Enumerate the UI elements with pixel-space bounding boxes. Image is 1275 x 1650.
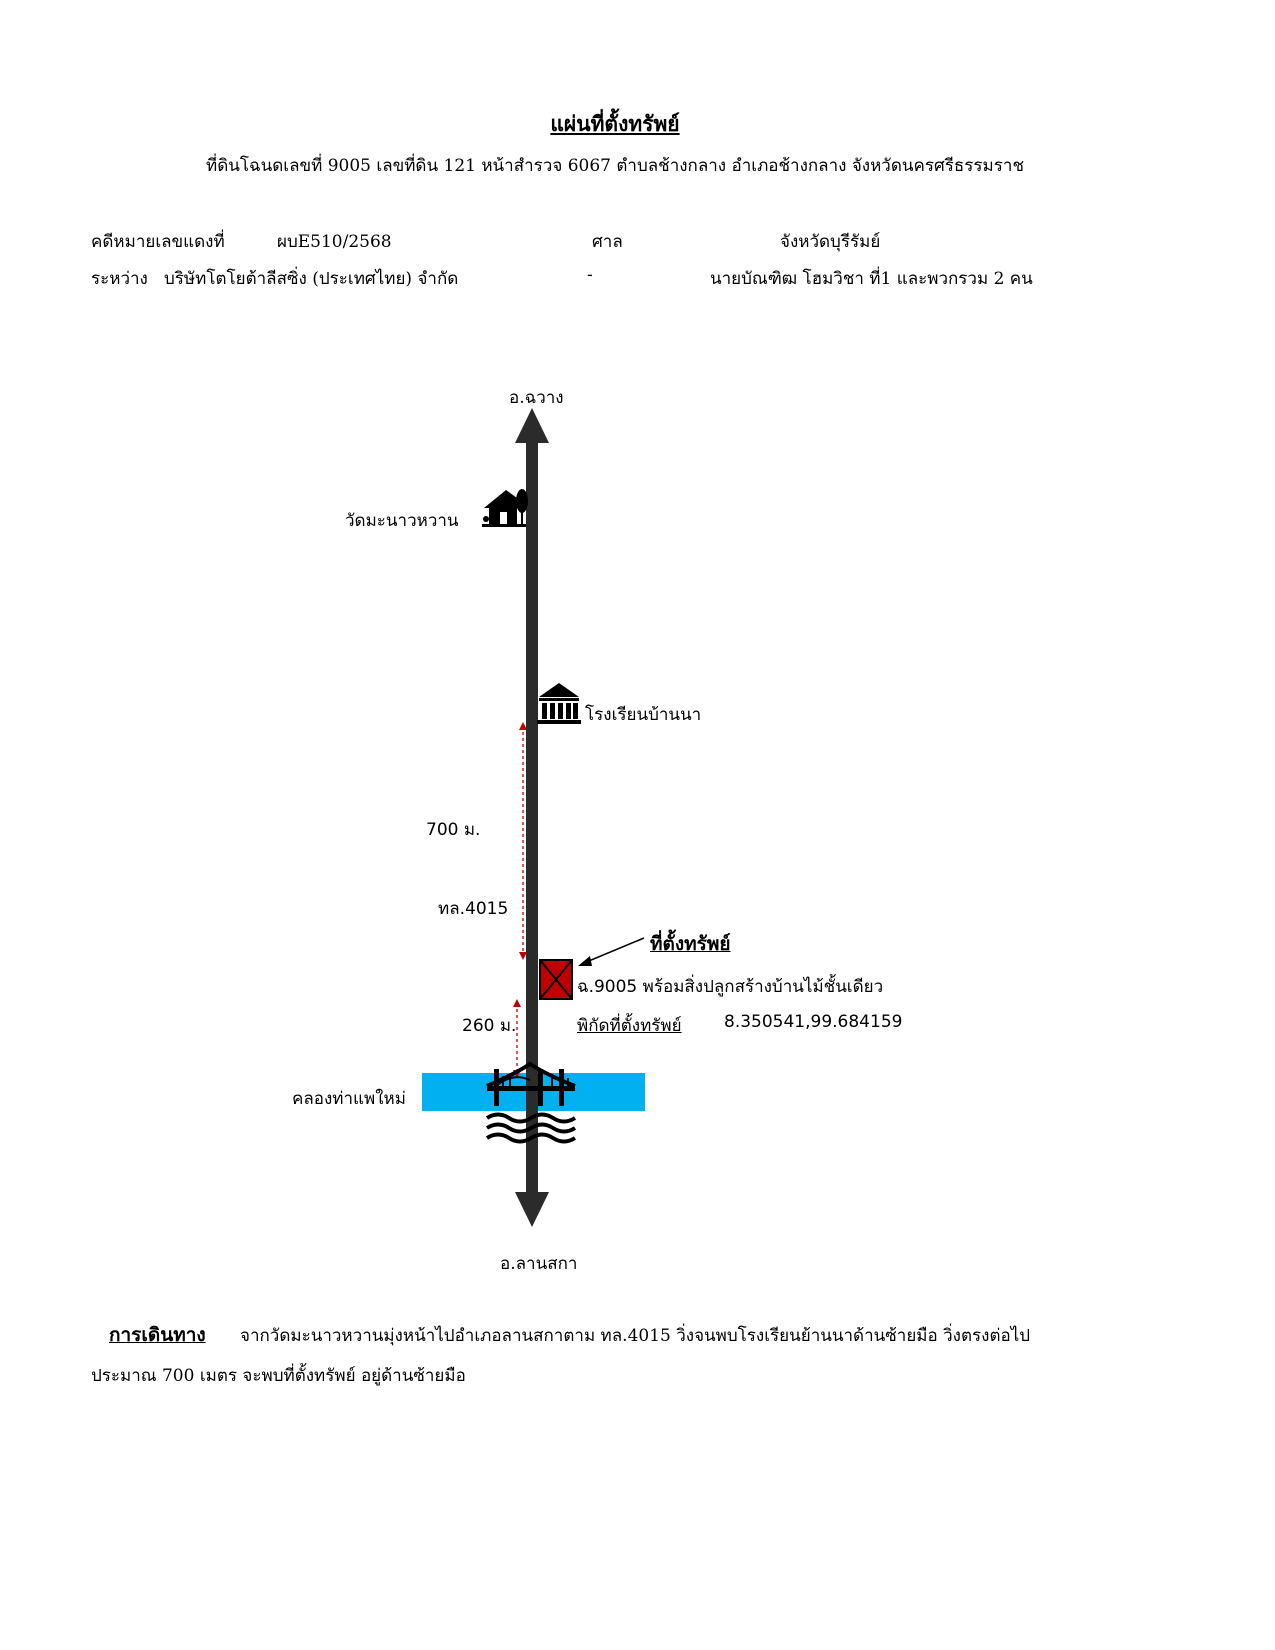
property-description: ฉ.9005 พร้อมสิ่งปลูกสร้างบ้านไม้ชั้นเดีย… bbox=[577, 977, 884, 997]
distance-260-label: 260 ม. bbox=[462, 1016, 517, 1036]
directions-line-1: จากวัดมะนาวหวานมุ่งหน้าไปอำเภอลานสกาตาม … bbox=[240, 1326, 1031, 1346]
road-name-label: ทล.4015 bbox=[438, 899, 509, 919]
court-label: ศาล bbox=[592, 232, 623, 252]
party-separator: - bbox=[587, 265, 593, 285]
defendant-name: นายบัณฑิฒ โฮมวิชา ที่1 และพวกรวม 2 คน bbox=[710, 269, 1033, 289]
temple-label: วัดมะนาวหวาน bbox=[345, 511, 459, 531]
south-arrow-icon bbox=[515, 1192, 549, 1227]
main-road bbox=[515, 408, 549, 1227]
directions-heading: การเดินทาง bbox=[109, 1324, 206, 1346]
coordinates-value: 8.350541,99.684159 bbox=[724, 1012, 903, 1032]
water-waves-icon bbox=[485, 1112, 577, 1144]
property-heading: ที่ตั้งทรัพย์ bbox=[650, 933, 731, 955]
canal-label: คลองท่าแพใหม่ bbox=[292, 1089, 406, 1109]
court-value: จังหวัดบุรีรัมย์ bbox=[780, 232, 881, 252]
north-arrow-icon bbox=[515, 408, 549, 443]
plaintiff-name: บริษัทโตโยต้าลีสซิ่ง (ประเทศไทย) จำกัด bbox=[164, 269, 459, 289]
directions-line-2: ประมาณ 700 เมตร จะพบที่ตั้งทรัพย์ อยู่ด้… bbox=[91, 1366, 466, 1386]
between-label: ระหว่าง bbox=[91, 269, 148, 289]
south-destination-label: อ.ลานสกา bbox=[500, 1254, 578, 1274]
case-number: ผบE510/2568 bbox=[277, 232, 392, 252]
house-icon bbox=[482, 489, 528, 527]
property-pointer-arrow bbox=[578, 937, 645, 966]
distance-700-label: 700 ม. bbox=[426, 820, 481, 840]
school-icon bbox=[537, 683, 581, 724]
school-label: โรงเรียนบ้านนา bbox=[585, 705, 702, 725]
property-marker-icon bbox=[539, 959, 573, 1000]
north-destination-label: อ.ฉวาง bbox=[509, 388, 564, 408]
case-label: คดีหมายเลขแดงที่ bbox=[91, 232, 225, 252]
page-subtitle: ที่ดินโฉนดเลขที่ 9005 เลขที่ดิน 121 หน้า… bbox=[206, 156, 1024, 176]
page-title: แผ่นที่ตั้งทรัพย์ bbox=[550, 111, 680, 136]
bridge-icon bbox=[486, 1061, 576, 1106]
coordinates-label: พิกัดที่ตั้งทรัพย์ bbox=[577, 1016, 682, 1036]
